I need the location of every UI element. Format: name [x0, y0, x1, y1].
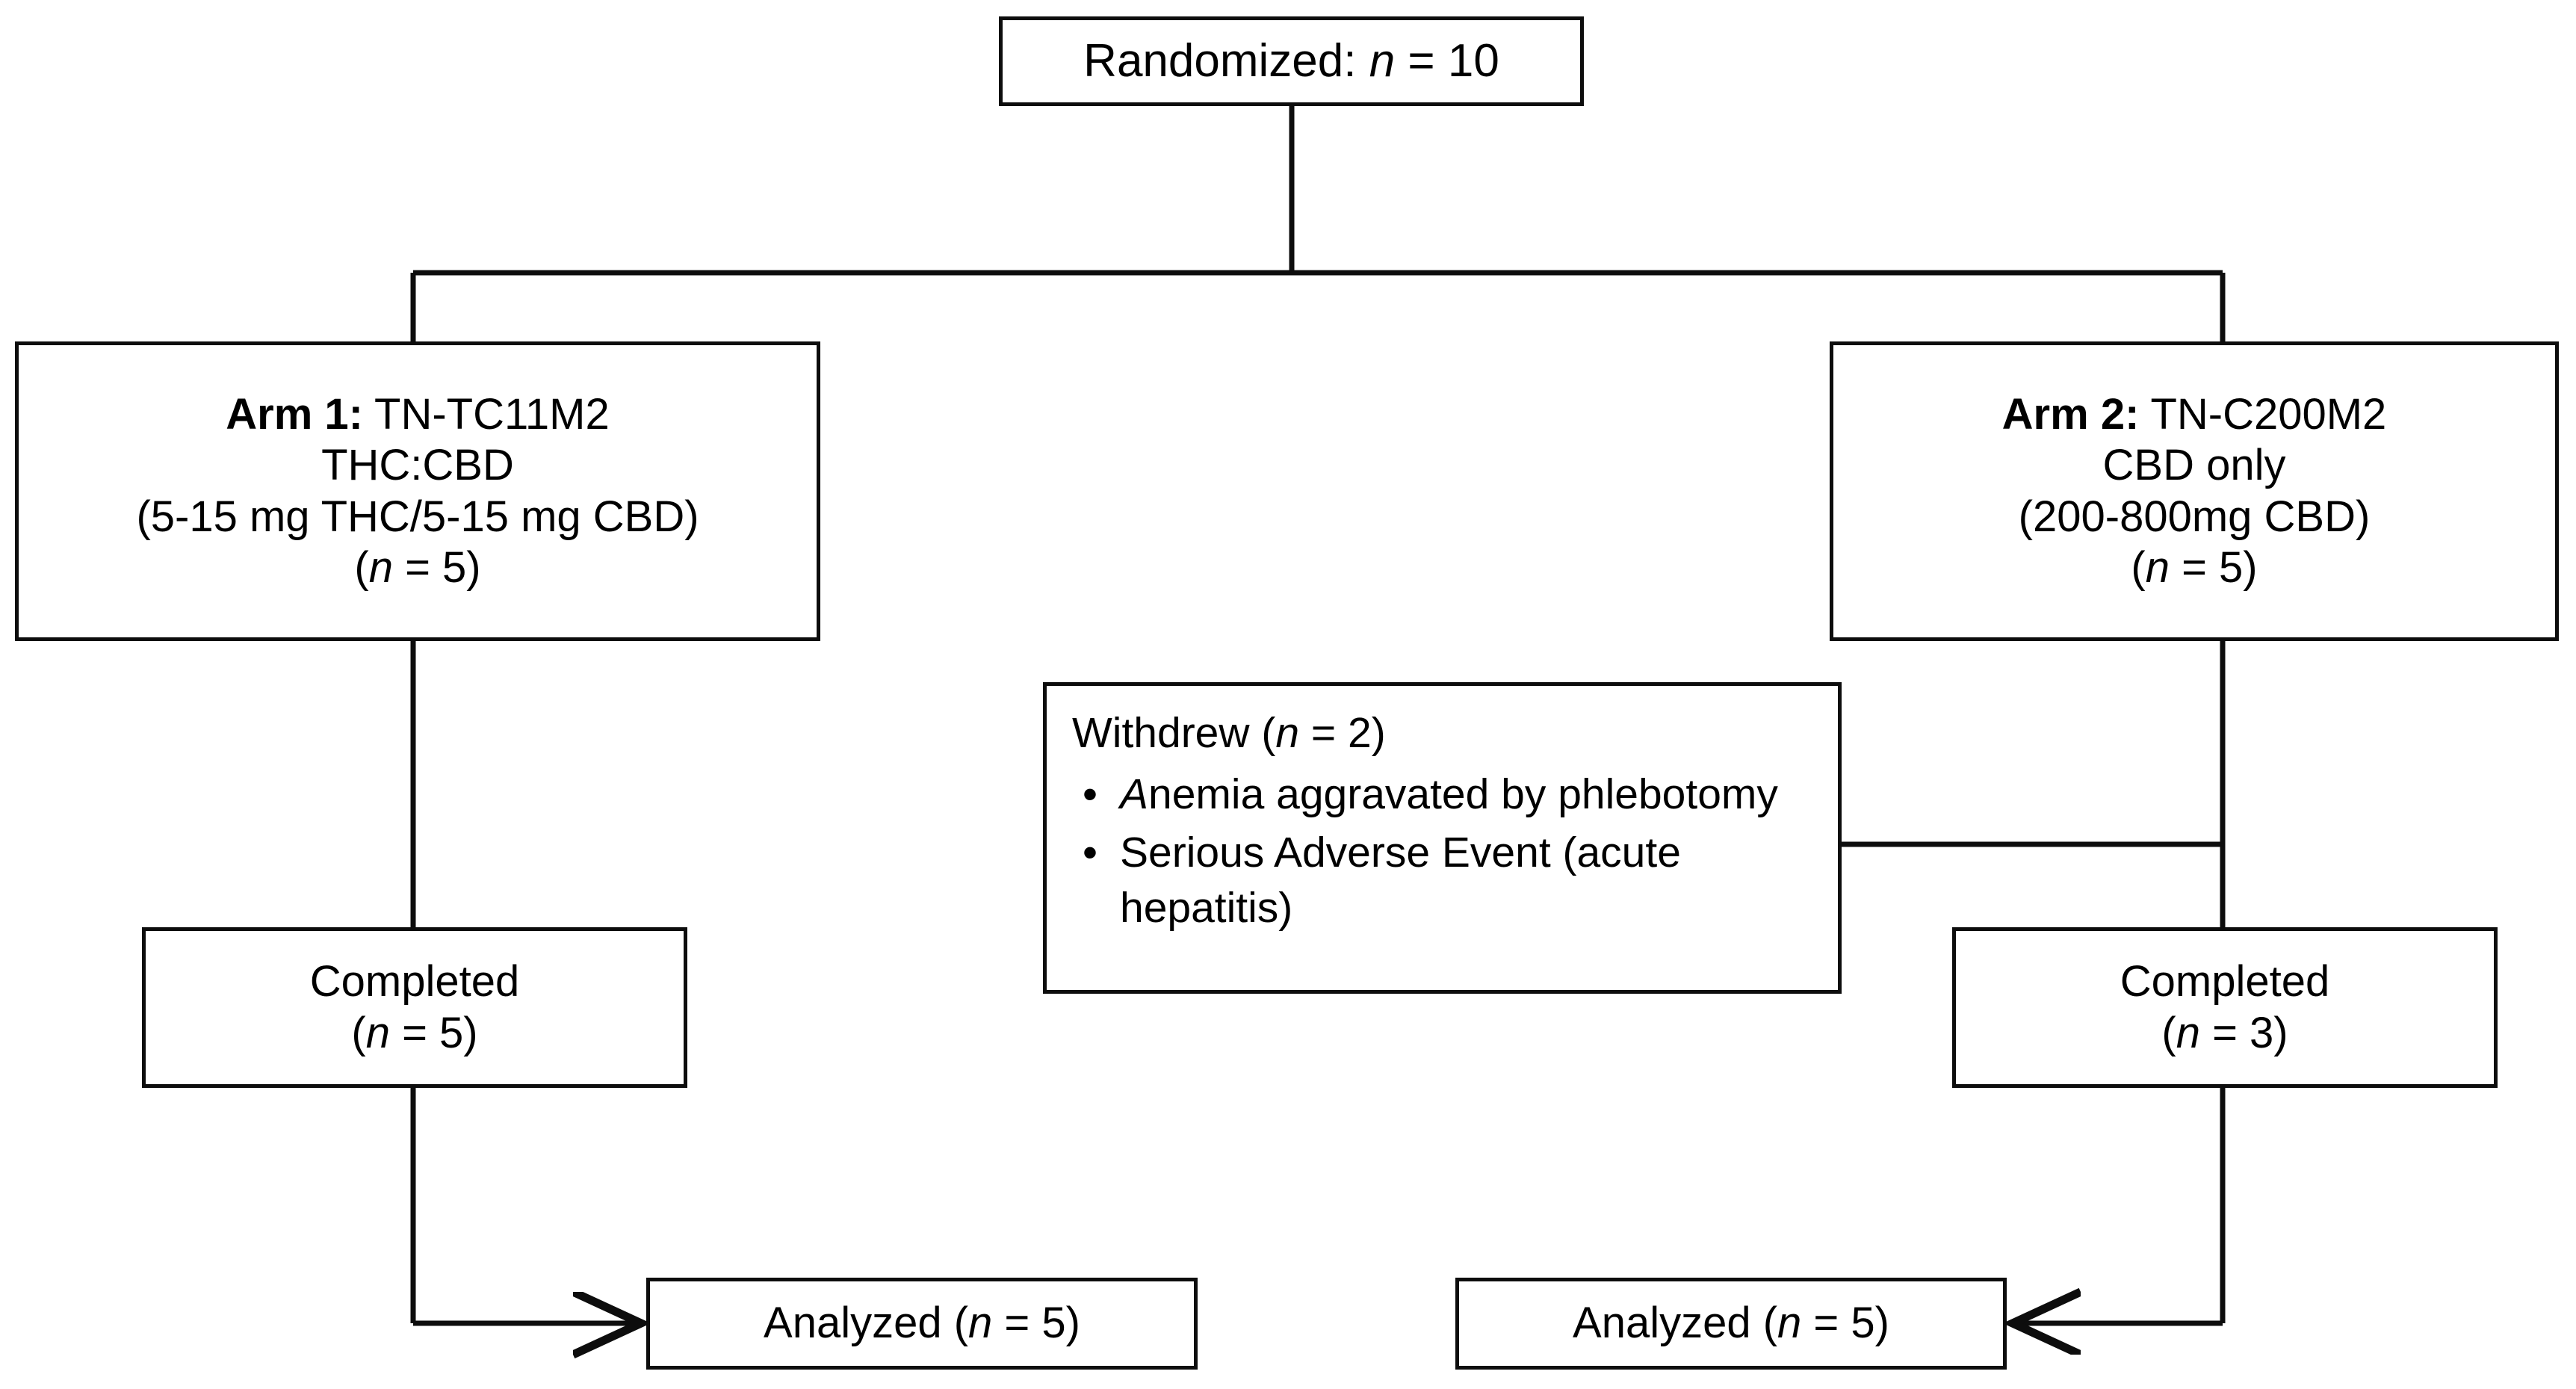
bullet-icon: •: [1083, 829, 1097, 877]
arm2-n-close: = 5): [2169, 542, 2258, 592]
analyzed-right-label: Analyzed (n = 5): [1573, 1298, 1889, 1349]
analyzed-left-label: Analyzed (n = 5): [764, 1298, 1080, 1349]
arm2-n-open: (: [2131, 542, 2146, 592]
completed-right-line2: (n = 3): [2161, 1008, 2288, 1059]
completed-right-n-close: = 3): [2199, 1008, 2288, 1057]
arm2-line1: Arm 2: TN-C200M2: [2002, 389, 2387, 440]
node-completed-arm1: Completed (n = 5): [142, 927, 687, 1088]
withdrew-reason-1-rest: nemia aggravated by phlebotomy: [1148, 770, 1778, 819]
arm2-label-rest: TN-C200M2: [2139, 389, 2387, 439]
arm2-line3: (200-800mg CBD): [2018, 492, 2371, 541]
arm2-line4: (n = 5): [2131, 542, 2257, 593]
withdrew-reason-2-rest: Serious Adverse Event (acute hepatitis): [1120, 829, 1681, 932]
withdrew-n-symbol: n: [1275, 709, 1300, 757]
analyzed-left-prefix: Analyzed (: [764, 1299, 969, 1348]
arm1-label-rest: TN-TC11M2: [362, 389, 610, 439]
list-item: • Serious Adverse Event (acute hepatitis): [1072, 825, 1822, 935]
withdrew-reason-2: Serious Adverse Event (acute hepatitis): [1120, 825, 1822, 935]
node-analyzed-arm1: Analyzed (n = 5): [646, 1278, 1198, 1370]
node-completed-arm2: Completed (n = 3): [1952, 927, 2498, 1088]
arm2-line2: CBD only: [2102, 441, 2286, 490]
arm1-n-symbol: n: [368, 542, 393, 592]
list-item: • Anemia aggravated by phlebotomy: [1072, 767, 1822, 822]
arm2-label-bold: Arm 2:: [2001, 389, 2140, 439]
completed-left-line2: (n = 5): [351, 1008, 477, 1059]
completed-right-line1: Completed: [2120, 957, 2330, 1006]
arm2-n-symbol: n: [2145, 542, 2170, 592]
completed-left-n-symbol: n: [365, 1008, 390, 1057]
completed-right-n-symbol: n: [2176, 1008, 2200, 1057]
withdrew-heading-prefix: Withdrew (: [1072, 709, 1276, 757]
arm1-n-close: = 5): [392, 542, 481, 592]
node-arm2: Arm 2: TN-C200M2 CBD only (200-800mg CBD…: [1830, 341, 2559, 641]
completed-left-n-close: = 5): [389, 1008, 478, 1057]
arm1-label-bold: Arm 1:: [226, 389, 363, 439]
randomized-n-value: = 10: [1395, 35, 1499, 87]
randomized-prefix: Randomized:: [1083, 35, 1369, 87]
node-arm1: Arm 1: TN-TC11M2 THC:CBD (5-15 mg THC/5-…: [15, 341, 820, 641]
arm1-line3: (5-15 mg THC/5-15 mg CBD): [136, 492, 699, 541]
node-randomized: Randomized: n = 10: [999, 16, 1584, 106]
node-withdrew: Withdrew (n = 2) • Anemia aggravated by p…: [1043, 682, 1842, 994]
withdrew-reason-list: • Anemia aggravated by phlebotomy • Seriou…: [1072, 767, 1822, 938]
bullet-icon: •: [1083, 770, 1097, 819]
analyzed-right-suffix: = 5): [1801, 1299, 1889, 1348]
withdrew-reason-1-italic: A: [1120, 770, 1149, 819]
withdrew-heading-suffix: = 2): [1299, 709, 1386, 757]
completed-right-n-open: (: [2161, 1008, 2176, 1057]
arm1-n-open: (: [354, 542, 369, 592]
analyzed-right-prefix: Analyzed (: [1573, 1299, 1778, 1348]
randomized-n-symbol: n: [1369, 35, 1396, 87]
completed-left-n-open: (: [351, 1008, 366, 1057]
arm1-line4: (n = 5): [354, 542, 480, 593]
completed-left-line1: Completed: [309, 957, 520, 1006]
arm1-line1: Arm 1: TN-TC11M2: [226, 389, 610, 440]
withdrew-heading: Withdrew (n = 2): [1072, 705, 1386, 761]
analyzed-left-n-symbol: n: [968, 1299, 993, 1348]
analyzed-right-n-symbol: n: [1777, 1299, 1802, 1348]
withdrew-reason-1: Anemia aggravated by phlebotomy: [1120, 767, 1822, 822]
node-analyzed-arm2: Analyzed (n = 5): [1455, 1278, 2007, 1370]
randomized-label: Randomized: n = 10: [1083, 34, 1499, 88]
analyzed-left-suffix: = 5): [992, 1299, 1080, 1348]
arm1-line2: THC:CBD: [321, 441, 514, 490]
